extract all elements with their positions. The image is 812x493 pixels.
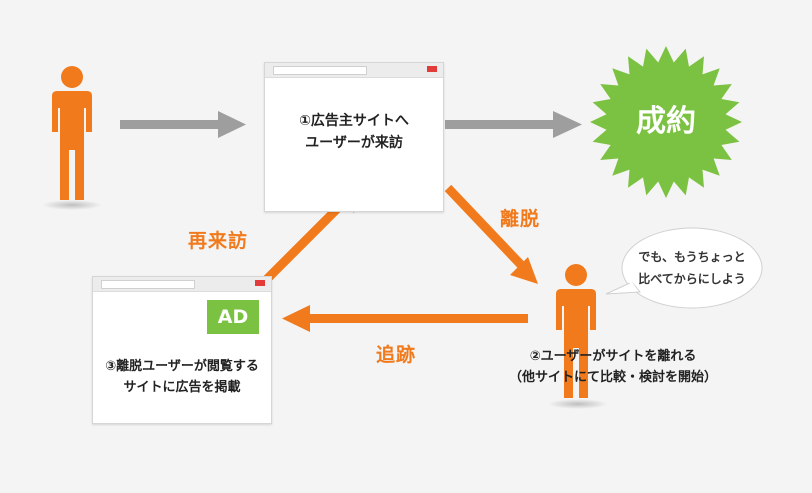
chase-label: 追跡: [376, 344, 417, 366]
leave-label: 離脱: [500, 208, 541, 230]
step2-line1: ②ユーザーがサイトを離れる: [529, 349, 697, 364]
step3-text: ③離脱ユーザーが閲覧する サイトに広告を掲載: [92, 356, 272, 398]
window-titlebar: [93, 277, 271, 292]
step2-text: ②ユーザーがサイトを離れる （他サイトにて比較・検討を開始）: [498, 346, 728, 388]
step3-line2: サイトに広告を掲載: [123, 380, 241, 395]
leave-arrow: [444, 184, 538, 284]
bubble-line2: 比べてからにしよう: [638, 272, 746, 286]
window-titlebar: [265, 63, 443, 78]
conversion-burst-icon: [590, 46, 742, 198]
close-icon: [427, 66, 437, 72]
leaving-user-icon: [548, 264, 608, 409]
advertiser-site-window: [264, 62, 444, 212]
step1-line2: ユーザーが来訪: [305, 135, 403, 151]
chase-arrow: [282, 305, 528, 332]
address-bar: [101, 280, 195, 289]
step2-line2: （他サイトにて比較・検討を開始）: [508, 370, 717, 385]
address-bar: [273, 66, 367, 75]
bubble-line1: でも、もうちょっと: [638, 250, 746, 264]
bubble-text: でも、もうちょっと 比べてからにしよう: [622, 246, 762, 290]
ad-badge: AD: [207, 300, 259, 334]
step1-line1: ①広告主サイトへ: [299, 113, 409, 129]
step3-line1: ③離脱ユーザーが閲覧する: [105, 359, 259, 374]
person-icon: [42, 66, 102, 210]
conversion-label: 成約: [636, 104, 696, 139]
close-icon: [255, 280, 265, 286]
speech-bubble: [605, 227, 763, 309]
visit-arrow: [120, 111, 246, 138]
revisit-label: 再来訪: [188, 230, 249, 252]
ad-site-window: [92, 276, 272, 424]
step1-text: ①広告主サイトへ ユーザーが来訪: [264, 110, 444, 154]
conversion-arrow: [445, 111, 582, 138]
